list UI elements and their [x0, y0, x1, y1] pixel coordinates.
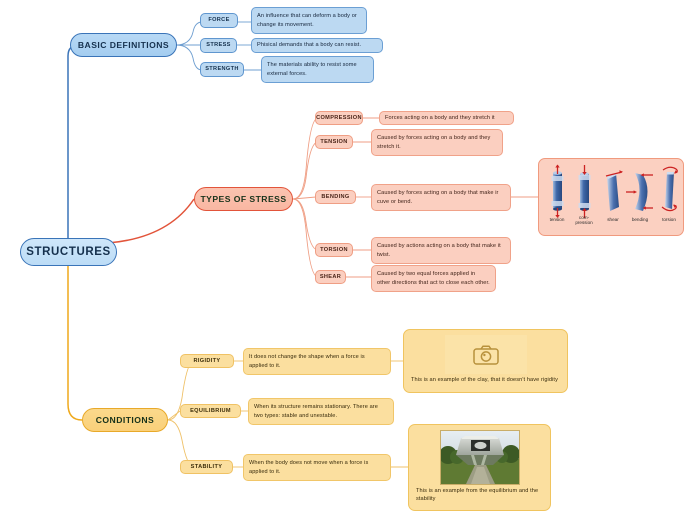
- desc-stability: When the body does not move when a force…: [243, 454, 391, 481]
- branch-label-conditions: CONDITIONS: [95, 414, 155, 425]
- desc-text-torsion: Caused by actions acting on a body that …: [377, 243, 501, 258]
- topic-label-tension: TENSION: [320, 138, 348, 145]
- topic-label-force: FORCE: [208, 17, 230, 23]
- topic-label-equilibrium: EQUILIBRIUM: [190, 407, 231, 414]
- stress-label-bending: bending: [632, 217, 649, 222]
- topic-strength[interactable]: STRENGTH: [200, 62, 244, 77]
- desc-strength: The materials ability to resist some ext…: [261, 56, 374, 83]
- topic-label-rigidity: RIGIDITY: [193, 357, 221, 364]
- clay-photo-caption: This is an example of the clay, that it …: [411, 377, 558, 383]
- stress-label-tension: tension: [550, 217, 565, 222]
- topic-rigidity[interactable]: RIGIDITY: [180, 354, 234, 368]
- topic-label-strength: STRENGTH: [205, 66, 239, 72]
- desc-text-shear: Caused by two equal forces applied in ot…: [377, 271, 490, 286]
- stress-diagram-labels: tension com- pression shear bending tors…: [550, 215, 677, 225]
- desc-text-strength: The materials ability to resist some ext…: [267, 62, 357, 77]
- pavilion-photo: [439, 430, 520, 485]
- topic-label-stress: STRESS: [206, 42, 231, 48]
- stress-icon-shear: [605, 170, 623, 211]
- desc-text-compression: Forces acting on a body and they stretch…: [385, 114, 495, 121]
- attachment-clay-photo[interactable]: This is an example of the clay, that it …: [403, 329, 568, 393]
- branch-label-types-of-stress: TYPES OF STRESS: [200, 193, 287, 204]
- topic-shear[interactable]: SHEAR: [315, 270, 346, 284]
- topic-equilibrium[interactable]: EQUILIBRIUM: [180, 404, 241, 418]
- desc-text-stability: When the body does not move when a force…: [249, 460, 369, 475]
- stress-icon-torsion: [661, 166, 678, 212]
- root-node-label: STRUCTURES: [26, 245, 111, 258]
- stress-label-torsion: torsion: [662, 217, 676, 222]
- desc-text-stress: Phisical demands that a body can resist.: [257, 42, 362, 49]
- svg-text:pression: pression: [575, 220, 593, 225]
- stress-icon-compression: [578, 165, 591, 218]
- edge-root-conditions: [67, 265, 83, 421]
- topic-label-torsion: TORSION: [320, 246, 348, 253]
- desc-tension: Caused by forces acting on a body and th…: [371, 129, 503, 156]
- topic-label-bending: BENDING: [321, 193, 350, 200]
- desc-text-force: An influence that can deform a body or c…: [257, 13, 357, 28]
- desc-text-equilibrium: When its structure remains stationary. T…: [254, 404, 378, 419]
- topic-label-compression: COMPRESSION: [316, 114, 362, 121]
- attachment-stress-diagram[interactable]: tension com- pression shear bending tors…: [538, 158, 684, 236]
- stress-label-shear: shear: [607, 217, 619, 222]
- branch-node-types-of-stress[interactable]: TYPES OF STRESS: [194, 187, 293, 211]
- desc-text-rigidity: It does not change the shape when a forc…: [249, 354, 365, 369]
- topic-label-stability: STABILITY: [190, 463, 223, 470]
- desc-bending: Caused by forces acting on a body that m…: [371, 184, 511, 211]
- desc-torsion: Caused by actions acting on a body that …: [371, 237, 511, 264]
- topic-compression[interactable]: COMPRESSION: [315, 111, 363, 125]
- topic-label-shear: SHEAR: [319, 273, 342, 280]
- topic-stress[interactable]: STRESS: [200, 38, 237, 53]
- topic-torsion[interactable]: TORSION: [315, 243, 353, 257]
- branch-node-conditions[interactable]: CONDITIONS: [82, 408, 168, 432]
- clay-photo-placeholder: [444, 335, 527, 374]
- branch-node-basic-definitions[interactable]: BASIC DEFINITIONS: [70, 33, 177, 57]
- desc-text-bending: Caused by forces acting on a body that m…: [377, 190, 499, 205]
- desc-equilibrium: When its structure remains stationary. T…: [248, 398, 394, 425]
- attachment-pavilion-photo[interactable]: This is an example from the equilibrium …: [408, 424, 551, 511]
- desc-text-tension: Caused by forces acting on a body and th…: [377, 135, 491, 150]
- topic-stability[interactable]: STABILITY: [180, 460, 233, 474]
- stress-diagram-figure: tension com- pression shear bending tors…: [543, 163, 679, 231]
- desc-compression: Forces acting on a body and they stretch…: [379, 111, 514, 125]
- svg-text:com-: com-: [579, 215, 590, 220]
- topic-force[interactable]: FORCE: [200, 13, 238, 28]
- desc-rigidity: It does not change the shape when a forc…: [243, 348, 391, 375]
- stress-icon-tension: [551, 164, 564, 218]
- camera-icon: [472, 344, 499, 365]
- desc-stress: Phisical demands that a body can resist.: [251, 38, 383, 53]
- pavilion-photo-caption: This is an example from the equilibrium …: [416, 488, 539, 503]
- desc-force: An influence that can deform a body or c…: [251, 7, 367, 34]
- topic-bending[interactable]: BENDING: [315, 190, 356, 204]
- stress-icon-bending: [626, 173, 653, 211]
- edge-root-basic-definitions: [67, 44, 80, 240]
- topic-tension[interactable]: TENSION: [315, 135, 353, 149]
- desc-shear: Caused by two equal forces applied in ot…: [371, 265, 496, 292]
- root-node-structures[interactable]: STRUCTURES: [20, 238, 117, 266]
- branch-label-basic-definitions: BASIC DEFINITIONS: [77, 39, 170, 50]
- edge-root-types-of-stress: [107, 198, 195, 244]
